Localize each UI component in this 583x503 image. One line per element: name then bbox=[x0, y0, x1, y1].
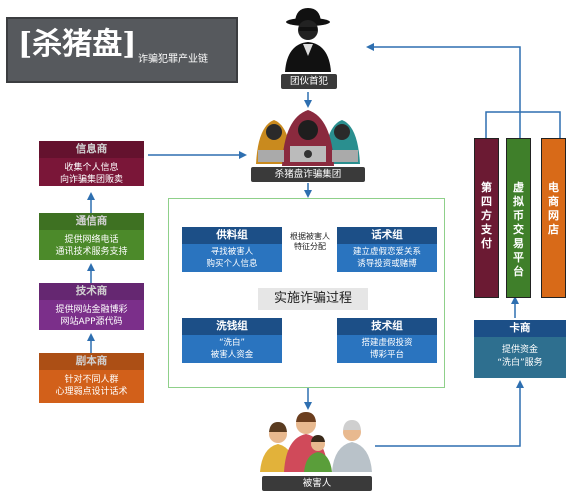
script-group-desc: 建立虚假恋爱关系诱导投资或赌博 bbox=[337, 244, 437, 272]
assign-edge-label: 根据被害人特征分配 bbox=[290, 232, 330, 251]
chain-item-title: 剧本商 bbox=[39, 353, 144, 370]
payment-bracket bbox=[485, 111, 561, 138]
hacker-group-icon bbox=[256, 110, 360, 166]
card-dealer-title: 卡商 bbox=[474, 320, 566, 337]
group-label: 杀猪盘诈骗集团 bbox=[251, 167, 365, 182]
process-label: 实施诈骗过程 bbox=[258, 288, 368, 310]
victim-label: 被害人 bbox=[262, 476, 372, 491]
chain-item-desc: 提供网站金融博彩网站APP源代码 bbox=[39, 300, 144, 330]
chain-item-title: 信息商 bbox=[39, 141, 144, 158]
payment-channel-column: 第四方支付 bbox=[474, 138, 499, 298]
victims-group-icon bbox=[260, 412, 372, 472]
launder-group-desc: “洗白”被害人资金 bbox=[182, 335, 282, 363]
payment-channel-column: 虚拟币交易平台 bbox=[506, 138, 531, 298]
page-subtitle: 诈骗犯罪产业链 bbox=[138, 54, 208, 65]
tech-group-title: 技术组 bbox=[337, 318, 437, 335]
payment-channel-column: 电商网店 bbox=[541, 138, 566, 298]
script-group-title: 话术组 bbox=[337, 227, 437, 244]
leader-figure-icon bbox=[285, 8, 331, 72]
card-dealer-desc: 提供资金“洗白”服务 bbox=[474, 337, 566, 378]
launder-group-title: 洗钱组 bbox=[182, 318, 282, 335]
page-title: [杀猪盘] bbox=[18, 27, 137, 62]
arrow-victim-to-card bbox=[375, 380, 524, 447]
chain-item-desc: 收集个人信息向诈骗集团贩卖 bbox=[39, 158, 144, 186]
chain-item-title: 通信商 bbox=[39, 213, 144, 230]
chain-item-desc: 针对不同人群心理弱点设计话术 bbox=[39, 370, 144, 403]
leader-label: 团伙首犯 bbox=[281, 74, 337, 89]
chain-item-title: 技术商 bbox=[39, 283, 144, 300]
arrow-payment-to-leader bbox=[366, 43, 521, 112]
supply-group-desc: 寻找被害人购买个人信息 bbox=[182, 244, 282, 272]
title-banner bbox=[6, 17, 238, 83]
chain-item-desc: 提供网络电话通讯技术服务支持 bbox=[39, 230, 144, 260]
supply-group-title: 供料组 bbox=[182, 227, 282, 244]
tech-group-desc: 搭建虚假投资博彩平台 bbox=[337, 335, 437, 363]
